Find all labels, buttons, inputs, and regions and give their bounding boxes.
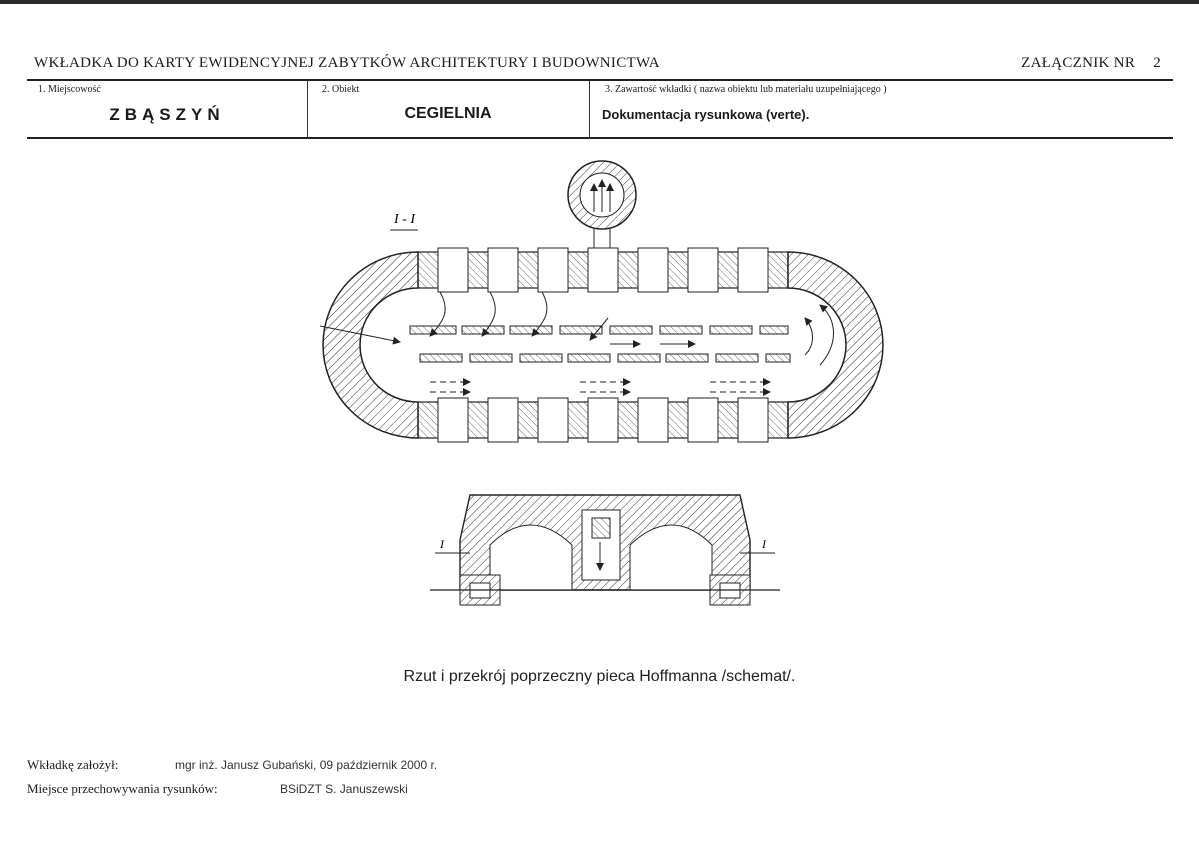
field-divider-2 (589, 81, 590, 137)
section-mark-right: I (761, 537, 767, 551)
field-label-locality: 1. Miejscowość (38, 84, 101, 95)
drawing-caption: Rzut i przekrój poprzeczny pieca Hoffman… (403, 668, 796, 685)
page-top-border (0, 0, 1199, 4)
annex-number: 2 (1153, 55, 1161, 71)
chimney-circle (567, 160, 637, 250)
kiln-cross-section: I I (430, 494, 780, 606)
field-value-content: Dokumentacja rysunkowa (verte). (602, 107, 810, 122)
header-rule (27, 79, 1173, 81)
author-label: Wkładkę założył: (27, 757, 119, 772)
author-value: mgr inż. Janusz Gubański, 09 październik… (175, 758, 438, 772)
field-value-locality: ZBĄSZYŃ (109, 105, 225, 124)
storage-label: Miejsce przechowywania rysunków: (27, 781, 218, 796)
field-value-object: CEGIELNIA (404, 105, 492, 122)
field-label-object: 2. Obiekt (322, 84, 360, 95)
section-mark-left: I (439, 537, 445, 551)
kiln-plan-view: I - I (319, 160, 884, 443)
field-divider-1 (307, 81, 308, 137)
fields-rule (27, 137, 1173, 139)
hoffmann-kiln-drawing: I - I (319, 160, 884, 606)
form-title: WKŁADKA DO KARTY EWIDENCYJNEJ ZABYTKÓW A… (34, 55, 660, 71)
storage-value: BSiDZT S. Januszewski (280, 782, 408, 796)
annex-label: ZAŁĄCZNIK NR 2 (1021, 55, 1161, 72)
field-label-content: 3. Zawartość wkładki ( nazwa obiektu lub… (605, 84, 887, 95)
annex-label-text: ZAŁĄCZNIK NR (1021, 55, 1136, 71)
section-mark-top: I - I (393, 212, 416, 227)
